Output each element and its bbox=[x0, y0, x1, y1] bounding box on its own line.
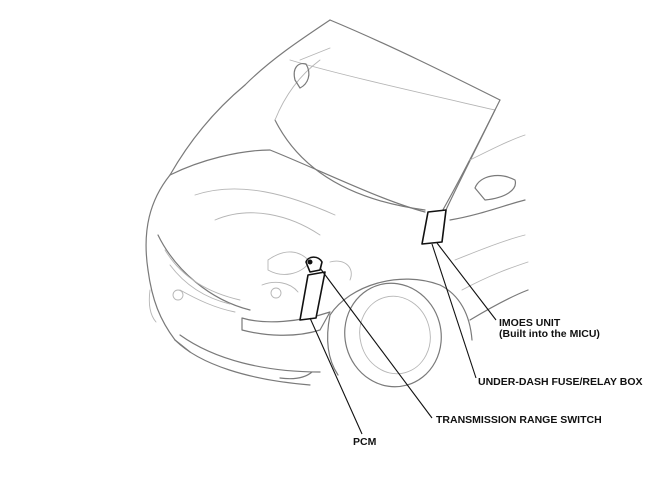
under-dash-fuse-relay-box-label: UNDER-DASH FUSE/RELAY BOX bbox=[478, 376, 643, 388]
leader-imoes bbox=[436, 242, 497, 321]
transmission-range-switch-part bbox=[305, 256, 323, 273]
pcm-label: PCM bbox=[353, 436, 377, 448]
leader-under-dash bbox=[431, 243, 477, 379]
transmission-range-switch-label: TRANSMISSION RANGE SWITCH bbox=[436, 414, 602, 426]
leader-pcm bbox=[309, 317, 363, 435]
car-illustration bbox=[145, 19, 529, 388]
imoes-note-label: (Built into the MICU) bbox=[499, 328, 600, 340]
pcm-module bbox=[299, 271, 326, 321]
imoes-unit-box bbox=[421, 209, 447, 245]
leader-transmission-switch bbox=[319, 267, 433, 419]
imoes-unit-label: IMOES UNIT bbox=[499, 317, 561, 329]
